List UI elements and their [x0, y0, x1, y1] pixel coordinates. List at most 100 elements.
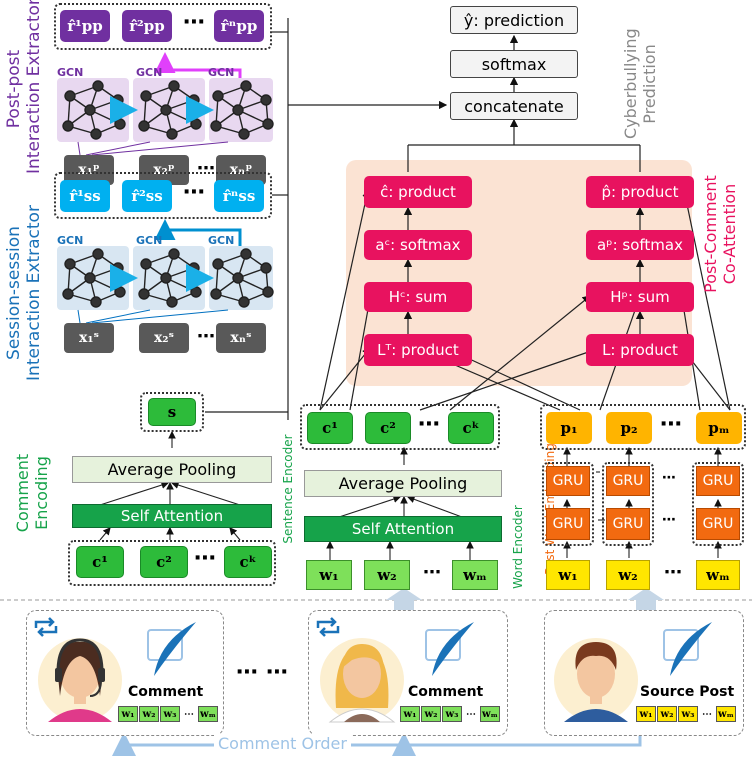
comment-caption-1: Comment — [128, 684, 204, 700]
strip-word: wₘ — [716, 706, 736, 722]
pe-input-m: wₘ — [696, 560, 740, 590]
ap-softmax: aᵖ: softmax — [586, 230, 694, 260]
we-input-1: w₁ — [306, 560, 352, 590]
lt-product: Lᵀ: product — [364, 334, 472, 366]
strip-ellipsis: ⋯ — [184, 708, 194, 720]
s-vector: s — [148, 398, 196, 426]
se-output-group — [300, 404, 500, 450]
comment-ellipsis-1: ⋯ — [236, 660, 258, 685]
strip-word: wₘ — [480, 706, 500, 722]
ce-average-pooling: Average Pooling — [72, 456, 272, 483]
source-post-caption: Source Post — [640, 684, 735, 700]
gru-ellipsis-bottom: ⋯ — [662, 512, 676, 528]
softmax-box: softmax — [450, 50, 578, 78]
pe-ellipsis: ⋯ — [660, 412, 682, 437]
se-output-1: c¹ — [307, 412, 353, 444]
se-output-k: cᵏ — [448, 412, 494, 444]
hp-sum: Hᵖ: sum — [586, 282, 694, 312]
pp-output-1: r̂¹pp — [60, 10, 110, 42]
ce-input-k: cᵏ — [224, 546, 272, 578]
ss-ellipsis: ⋯ — [183, 180, 205, 205]
pp-gcn-2: GCN — [136, 66, 163, 79]
gru-m-bottom: GRU — [696, 508, 740, 540]
we-ellipsis: ⋯ — [423, 562, 441, 583]
gru-1-top: GRU — [546, 466, 590, 496]
ss-input-ellipsis: ⋯ — [197, 326, 215, 347]
ss-input-1: x₁ˢ — [64, 323, 114, 353]
gru-column-1 — [542, 462, 594, 546]
gru-ellipsis-top: ⋯ — [662, 470, 676, 486]
se-output-2: c² — [365, 412, 411, 444]
strip-word: w₂ — [139, 706, 159, 722]
ce-input-group — [68, 540, 276, 586]
pp-ellipsis: ⋯ — [183, 10, 205, 35]
gru-column-m — [692, 462, 744, 546]
prediction-box: ŷ: prediction — [450, 6, 578, 34]
l-product: L: product — [586, 334, 694, 366]
strip-word: w₁ — [400, 706, 420, 722]
strip-word: wₘ — [198, 706, 218, 722]
strip-word: w₁ — [118, 706, 138, 722]
gru-1-bottom: GRU — [546, 508, 590, 540]
ce-self-attention: Self Attention — [72, 504, 272, 528]
ce-ellipsis: ⋯ — [194, 546, 216, 571]
strip-word: w₃ — [442, 706, 462, 722]
hc-sum: Hᶜ: sum — [364, 282, 472, 312]
pe-output-2: p₂ — [606, 412, 652, 444]
c-hat-product: ĉ: product — [364, 176, 472, 208]
strip-ellipsis: ⋯ — [702, 708, 712, 720]
gru-2-bottom: GRU — [606, 508, 650, 540]
comment-caption-2: Comment — [408, 684, 484, 700]
pe-output-group — [540, 404, 746, 450]
strip-word: w₁ — [636, 706, 656, 722]
pe-input-2: w₂ — [606, 560, 650, 590]
s-group — [140, 392, 204, 432]
se-ellipsis: ⋯ — [418, 412, 440, 437]
ss-input-n: xₙˢ — [216, 323, 266, 353]
pe-output-1: p₁ — [546, 412, 592, 444]
ce-input-1: c¹ — [76, 546, 124, 578]
ce-input-2: c² — [140, 546, 188, 578]
comment-ellipsis-2: ⋯ — [266, 660, 288, 685]
strip-word: w₂ — [421, 706, 441, 722]
gru-column-2 — [602, 462, 654, 546]
se-self-attention: Self Attention — [304, 516, 502, 542]
pp-output-2: r̂²pp — [122, 10, 172, 42]
comment-order-label: Comment Order — [214, 734, 351, 753]
co-attention-panel — [346, 160, 692, 386]
gru-m-top: GRU — [696, 466, 740, 496]
pp-gcn-3: GCN — [208, 66, 235, 79]
gru-2-top: GRU — [606, 466, 650, 496]
quill-icon-2 — [425, 622, 474, 676]
p-hat-product: p̂: product — [586, 176, 694, 208]
ss-output-1: r̂¹ss — [60, 180, 110, 212]
ss-gcn-3: GCN — [208, 234, 235, 247]
ss-output-group — [54, 172, 272, 219]
retweet-icon — [34, 617, 58, 637]
ss-gcn-2: GCN — [136, 234, 163, 247]
retweet-icon-2 — [316, 617, 340, 637]
pe-input-ellipsis: ⋯ — [664, 562, 682, 583]
pe-input-1: w₁ — [546, 560, 590, 590]
pp-output-group — [54, 3, 272, 50]
strip-word: w₃ — [678, 706, 698, 722]
quill-icon-1 — [147, 622, 196, 676]
pp-gcn-1: GCN — [57, 66, 84, 79]
quill-icon-3 — [663, 622, 712, 676]
ac-softmax: aᶜ: softmax — [364, 230, 472, 260]
strip-word: w₃ — [160, 706, 180, 722]
concatenate-box: concatenate — [450, 92, 578, 120]
we-input-m: wₘ — [452, 560, 498, 590]
se-average-pooling: Average Pooling — [304, 470, 502, 497]
ss-output-n: r̂ⁿss — [214, 180, 264, 212]
pe-output-m: pₘ — [696, 412, 742, 444]
ss-input-2: x₂ˢ — [139, 323, 189, 353]
ss-gcn-1: GCN — [57, 234, 84, 247]
we-input-2: w₂ — [364, 560, 410, 590]
strip-ellipsis: ⋯ — [466, 708, 476, 720]
pp-output-n: r̂ⁿpp — [214, 10, 264, 42]
ss-output-2: r̂²ss — [122, 180, 172, 212]
strip-word: w₂ — [657, 706, 677, 722]
